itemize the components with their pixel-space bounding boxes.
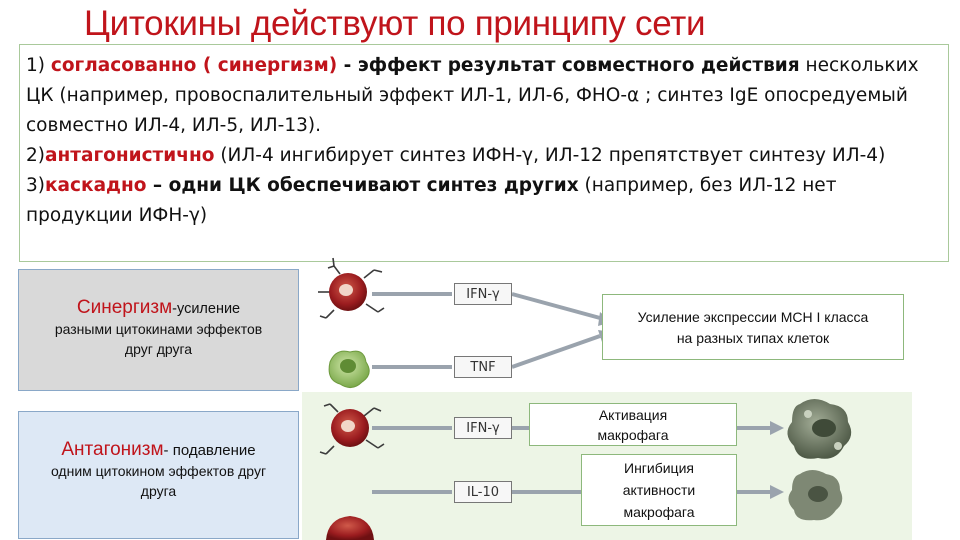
synergy-desc-1: разными цитокинами эффектов bbox=[54, 321, 263, 337]
dendritic-cell-icon-2 bbox=[319, 403, 385, 455]
macrophage-activation-label: Активация макрофага bbox=[529, 403, 737, 446]
slide-title: Цитокины действуют по принципу сети bbox=[84, 4, 706, 43]
antagonism-box: Антагонизм- подавление одним цитокином э… bbox=[18, 411, 299, 539]
text-line-2: ЦК (например, провоспалительный эффект И… bbox=[26, 85, 908, 106]
text-line-4: 2)антагонистично (ИЛ-4 ингибирует синтез… bbox=[26, 145, 886, 166]
ifn-gamma-tag-2: IFN-γ bbox=[454, 417, 512, 439]
antagonism-desc-1: одним цитокином эффектов друг bbox=[50, 463, 267, 479]
synergy-heading: Синергизм bbox=[76, 297, 173, 318]
mhc-expression-label: Усиление экспрессии MCH I класса на разн… bbox=[602, 294, 904, 360]
dendritic-cell-icon bbox=[318, 257, 385, 319]
cell-partial-icon bbox=[326, 516, 374, 540]
text-line-6: продукции ИФН-γ) bbox=[26, 205, 208, 226]
synergy-desc-2: друг друга bbox=[124, 341, 193, 357]
antagonism-heading: Антагонизм bbox=[61, 439, 164, 460]
macrophage-inhibition-label: Ингибиция активности макрофага bbox=[581, 454, 737, 526]
t-cell-icon bbox=[328, 350, 370, 388]
macrophage-inhibited-icon bbox=[788, 470, 843, 521]
ifn-gamma-tag: IFN-γ bbox=[454, 283, 512, 305]
antagonism-desc-2: друга bbox=[140, 483, 177, 499]
text-line-1: 1) согласованно ( синергизм) - эффект ре… bbox=[26, 55, 919, 76]
text-line-5: 3)каскадно – одни ЦК обеспечивают синтез… bbox=[26, 175, 837, 196]
text-panel: 1) согласованно ( синергизм) - эффект ре… bbox=[19, 44, 949, 262]
il10-tag: IL-10 bbox=[454, 481, 512, 503]
text-line-3: совместно ИЛ-4, ИЛ-5, ИЛ-13). bbox=[26, 115, 321, 136]
synergy-box: Синергизм-усиление разными цитокинами эф… bbox=[18, 269, 299, 391]
macrophage-activated-icon bbox=[787, 399, 852, 459]
tnf-tag: TNF bbox=[454, 356, 512, 378]
